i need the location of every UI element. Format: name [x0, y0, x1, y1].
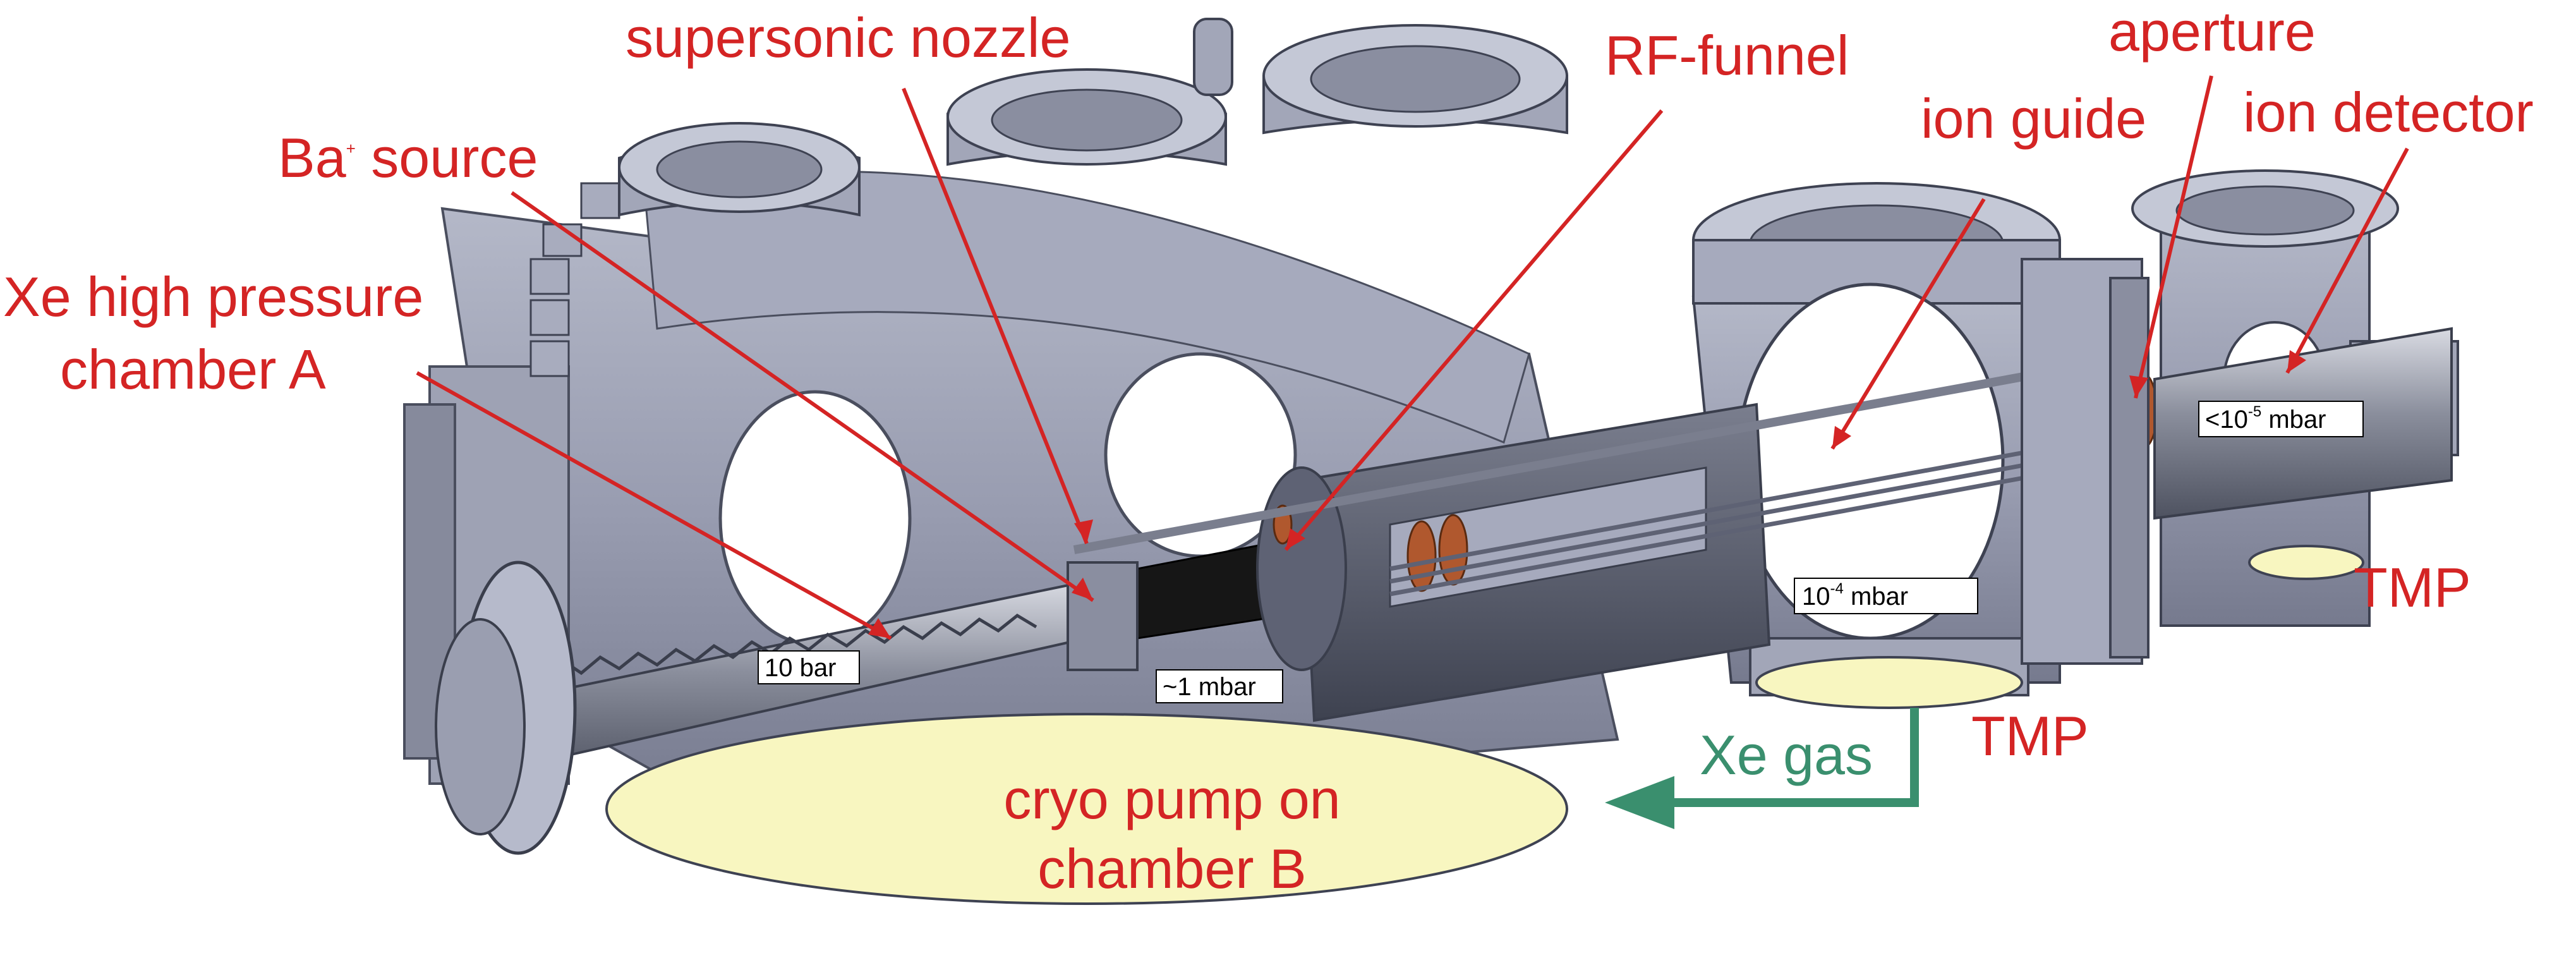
tmp-right-opening — [2248, 545, 2364, 580]
pressure-readouts: 10 bar ~1 mbar 10-4 mbar <10-5 mbar — [758, 401, 2364, 703]
cryo-pump — [605, 713, 1568, 905]
label-tmp-right: TMP — [2354, 556, 2471, 619]
top-flanges — [618, 18, 1568, 217]
label-xe-chamber-line2: chamber A — [60, 338, 326, 401]
pressure-10bar: 10 bar — [765, 654, 836, 682]
label-tmp-middle: TMP — [1971, 705, 2089, 767]
pump-openings — [605, 545, 2364, 905]
label-xe-gas: Xe gas — [1700, 724, 1873, 786]
label-supersonic-nozzle: supersonic nozzle — [626, 6, 1070, 69]
label-cryo-line2: chamber B — [1037, 837, 1307, 900]
label-ion-detector: ion detector — [2243, 81, 2534, 143]
pressure-1e-5-mbar: <10-5 mbar — [2205, 403, 2326, 434]
label-ba-source: Ba+ source — [278, 126, 538, 189]
xe-gas-flow-arrow — [1605, 708, 1919, 829]
label-rf-funnel: RF-funnel — [1605, 24, 1849, 87]
labels: supersonic nozzle RF-funnel aperture ion… — [3, 0, 2534, 900]
pressure-1mbar: ~1 mbar — [1163, 673, 1256, 701]
pointer-arrowheads — [868, 350, 2306, 638]
pointer-lines — [416, 75, 2409, 640]
label-ion-guide: ion guide — [1921, 87, 2146, 150]
label-xe-chamber-line1: Xe high pressure — [3, 265, 423, 328]
pressure-1e-4-mbar: 10-4 mbar — [1802, 580, 1908, 610]
label-cryo-line1: cryo pump on — [1003, 768, 1340, 830]
label-aperture: aperture — [2108, 0, 2316, 63]
beam-line — [435, 258, 2453, 855]
tmp-middle-opening — [1755, 656, 2023, 709]
